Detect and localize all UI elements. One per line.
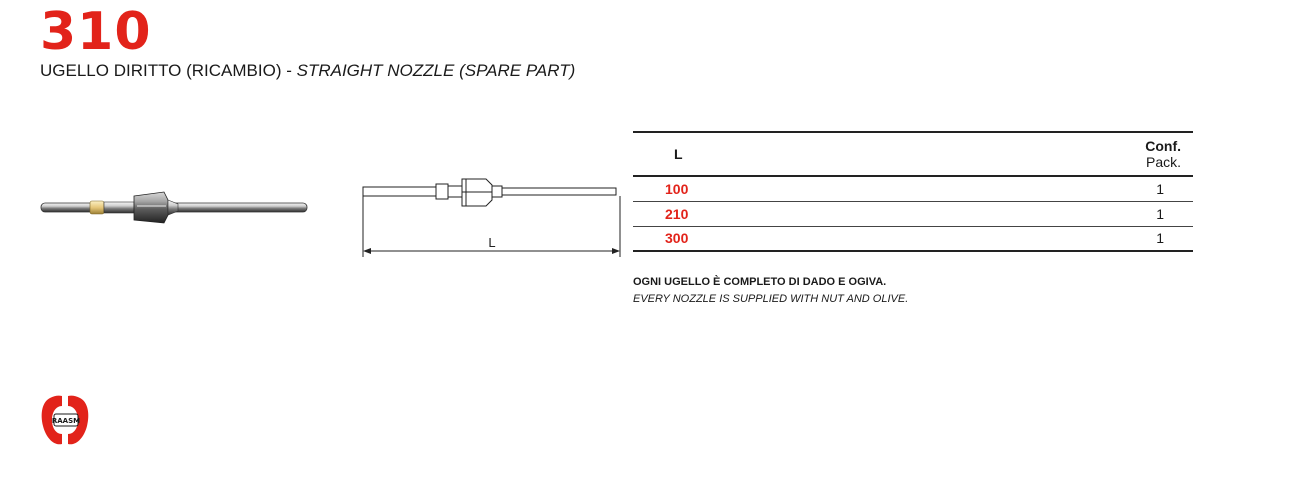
note-italian: OGNI UGELLO È COMPLETO DI DADO E OGIVA.: [633, 276, 887, 288]
table-row: 100 1: [633, 176, 1193, 201]
product-code: 310: [40, 2, 152, 62]
table-row: 210 1: [633, 201, 1193, 226]
title-italian: UGELLO DIRITTO (RICAMBIO): [40, 61, 282, 80]
brand-logo-icon: RAASM: [41, 395, 89, 445]
table-row: 300 1: [633, 226, 1193, 251]
title-separator: -: [281, 61, 297, 80]
supply-note: OGNI UGELLO È COMPLETO DI DADO E OGIVA. …: [633, 274, 908, 308]
nozzle-drawing: L: [362, 178, 621, 257]
note-english: EVERY NOZZLE IS SUPPLIED WITH NUT AND OL…: [633, 293, 909, 305]
pack-value: 1: [1156, 230, 1164, 247]
length-value: 300: [665, 230, 689, 247]
nozzle-photo: [40, 191, 308, 224]
length-value: 100: [665, 180, 689, 197]
table-header-row: L Conf. Pack.: [633, 132, 1193, 176]
logo-text: RAASM: [52, 417, 80, 425]
header-pack-en: Pack.: [1145, 154, 1181, 170]
header-conf-it: Conf.: [1145, 138, 1181, 154]
length-value: 210: [665, 205, 689, 222]
product-title: UGELLO DIRITTO (RICAMBIO) - STRAIGHT NOZ…: [40, 61, 575, 81]
pack-value: 1: [1156, 180, 1164, 197]
header-pack: Conf. Pack.: [934, 132, 1193, 176]
pack-value: 1: [1156, 205, 1164, 222]
spec-table: L Conf. Pack. 100 1 210 1 300 1: [633, 131, 1193, 252]
title-english: STRAIGHT NOZZLE (SPARE PART): [296, 61, 576, 80]
header-length: L: [674, 146, 683, 162]
dimension-label: L: [488, 235, 495, 250]
spec-table-container: L Conf. Pack. 100 1 210 1 300 1: [633, 131, 1193, 252]
